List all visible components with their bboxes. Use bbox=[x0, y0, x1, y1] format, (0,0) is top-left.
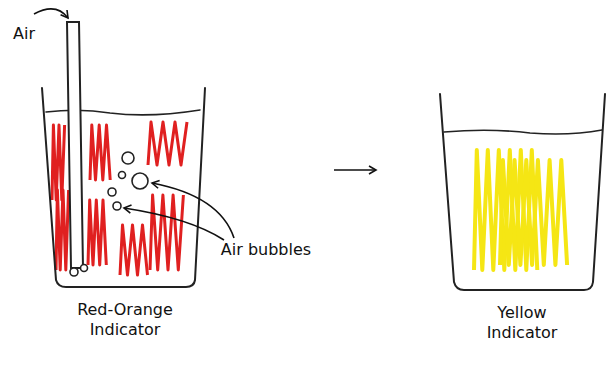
left-cup bbox=[42, 88, 205, 287]
scribble-stroke bbox=[150, 195, 183, 270]
text-label: Yellow Indicator bbox=[472, 303, 572, 343]
process-arrow bbox=[334, 169, 376, 171]
scribble-stroke bbox=[148, 122, 187, 165]
right-cup bbox=[440, 94, 605, 290]
scribble-stroke bbox=[56, 190, 69, 270]
text-label: Air bbox=[4, 24, 44, 44]
air-bubbles bbox=[70, 152, 148, 276]
scribble-stroke bbox=[500, 160, 567, 265]
straw bbox=[67, 22, 83, 268]
leader-line bbox=[124, 208, 224, 240]
air-arrow bbox=[34, 9, 68, 18]
scribble-stroke bbox=[120, 225, 148, 275]
scribble-stroke bbox=[90, 125, 110, 180]
indicator-scribbles bbox=[52, 122, 567, 275]
text-label: Air bubbles bbox=[206, 240, 326, 260]
text-label: Red-Orange Indicator bbox=[70, 300, 180, 340]
leader-line bbox=[152, 183, 234, 238]
scribble-stroke bbox=[88, 200, 106, 265]
